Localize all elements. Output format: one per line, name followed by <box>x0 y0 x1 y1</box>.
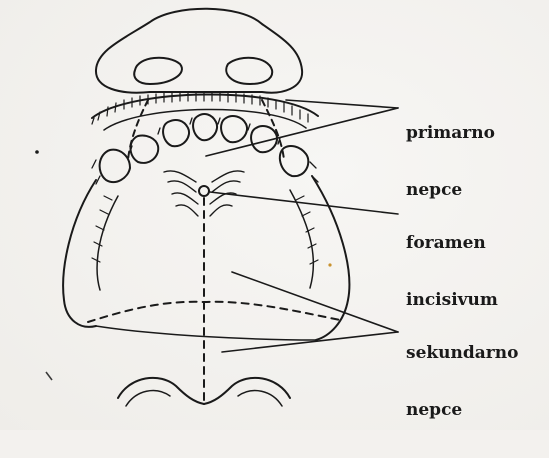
secondary-palate-label-line1: sekundarno <box>406 344 518 363</box>
stray-mark-stroke <box>46 372 52 380</box>
leader-lines <box>206 100 398 352</box>
secondary-palate-label-line2: nepce <box>406 401 518 420</box>
palate-diagram: primarno nepce foramen incisivum sekunda… <box>0 0 549 430</box>
primary-palate-arch <box>92 92 318 130</box>
soft-palate-edge <box>96 326 316 340</box>
nose-outline <box>96 9 302 93</box>
primary-palate-label-line1: primarno <box>406 124 495 143</box>
stray-mark-orange <box>328 263 331 266</box>
incisive-foramen <box>199 186 209 196</box>
stray-mark-dot <box>35 150 39 154</box>
palate-outline <box>63 176 349 340</box>
secondary-palate-label: sekundarno nepce <box>406 306 518 458</box>
soft-palate-boundary <box>88 302 340 322</box>
alveolar-hatching <box>92 118 318 184</box>
palatal-rugae <box>164 171 244 216</box>
incisive-foramen-label-line1: foramen <box>406 234 498 253</box>
